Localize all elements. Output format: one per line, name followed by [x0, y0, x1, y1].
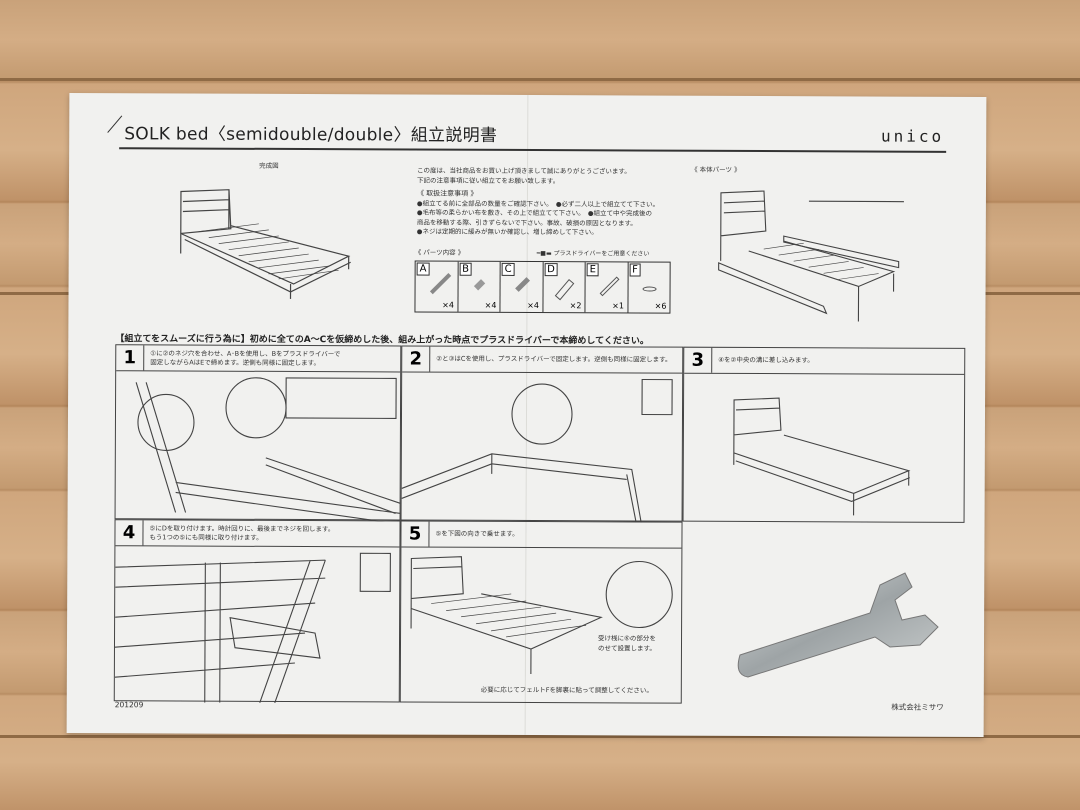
part-letter: C [501, 262, 515, 276]
parts-title: 《 パーツ内容 》 [414, 248, 465, 257]
bolt-icon [429, 273, 452, 295]
step-text: ⑤にDを取り付けます。時計回りに、最後までネジを回します。 [149, 523, 335, 533]
part-letter: D [544, 263, 558, 277]
screwdriver-icon: ━■▬ [536, 250, 554, 258]
step-number: 5 [401, 521, 430, 547]
body-parts-label: 《 本体パーツ 》 [691, 165, 741, 174]
completed-label: 完成図 [259, 161, 279, 170]
screwdriver-note-text: プラスドライバーをご用意ください [553, 250, 650, 258]
intro-line: この度は、当社商品をお買い上げ頂きまして誠にありがとうございます。 [417, 166, 631, 176]
wrench [737, 572, 939, 678]
step-4-illustration [114, 552, 391, 704]
title-text: SOLK bed〈semidouble/double〉組立説明書 [124, 124, 498, 146]
leg-icon [554, 279, 574, 301]
step-1-illustration [135, 377, 401, 522]
step-text: ④を②中央の溝に差し込みます。 [718, 355, 814, 365]
part-letter: E [586, 263, 599, 277]
step-text: ②と③はCを使用し、プラスドライバーで固定します。逆側も同様に固定します。 [436, 354, 672, 364]
step-2-illustration [401, 378, 673, 523]
part-qty: ×4 [442, 300, 454, 310]
step-3: 3 ④を②中央の溝に差し込みます。 [682, 346, 966, 523]
step-5: 5 ⑤を下図の向きで乗せます。 受け桟に⑥の部分を のせて設置します。 必要に応じ… [399, 520, 683, 704]
step-5-illustration [410, 556, 673, 675]
part-qty: ×6 [654, 301, 667, 311]
step-number: 3 [684, 347, 713, 373]
part-qty: ×4 [527, 301, 539, 311]
step-text: ⑤を下図の向きで乗せます。 [435, 529, 519, 538]
floor-seam [0, 78, 1080, 81]
part-d: D ×2 [542, 262, 586, 313]
completed-bed-illustration [180, 189, 351, 299]
part-letter: A [416, 262, 430, 276]
felt-note: 必要に応じてフェルトFを脚裏に貼って調整してください。 [480, 685, 653, 695]
caution-line: ●毛布等の柔らかい布を敷き、その上で組立てて下さい。 ●組立て中や完成後の [416, 208, 653, 218]
part-qty: ×1 [612, 301, 624, 311]
step-text: ①に②のネジ穴を合わせ、A･Bを使用し、Bをプラスドライバーで [150, 348, 341, 358]
part-qty: ×4 [484, 300, 497, 310]
footer-code: 201209 [114, 700, 144, 710]
parts-list: A ×4 B ×4 C ×4 D ×2 E ×1 F ×6 [414, 260, 671, 314]
body-parts-illustration [718, 190, 904, 322]
part-qty: ×2 [569, 301, 582, 311]
footer-company: 株式会社ミサワ [891, 702, 944, 712]
step-number: 4 [115, 520, 144, 546]
part-f: F ×6 [628, 262, 670, 312]
header-rule [119, 147, 947, 153]
step-3-illustration [733, 397, 911, 516]
part-a: A ×4 [415, 261, 459, 312]
step-5-note: のせて設置します。 [597, 643, 656, 653]
caution-line: ●ネジは定期的に緩みが無いか確認し、増し締めして下さい。 [416, 227, 598, 237]
step-2: 2 ②と③はCを使用し、プラスドライバーで固定します。逆側も同様に固定します。 [400, 345, 684, 523]
part-letter: B [459, 262, 473, 276]
document-title: SOLK bed〈semidouble/double〉組立説明書 [107, 115, 498, 146]
caution-title: 《 取扱注意事項 》 [416, 189, 478, 198]
part-c: C ×4 [500, 261, 544, 313]
step-text: 固定しながらAはEで締めます。逆側も同様に固定します。 [150, 357, 321, 367]
step-number: 1 [116, 345, 145, 371]
part-e: E ×1 [585, 262, 629, 313]
intro-line: 下記の注意事項に従い組立てをお願い致します。 [417, 176, 560, 185]
step-number: 2 [402, 346, 431, 372]
step-1: 1 ①に②のネジ穴を合わせ、A･Bを使用し、Bをプラスドライバーで固定しながらAは… [114, 344, 402, 522]
bolt-icon [515, 277, 531, 292]
screw-icon [473, 279, 485, 291]
felt-icon [642, 286, 657, 292]
step-text: もう1つの⑤にも同様に取り付けます。 [149, 532, 263, 542]
instruction-sheet: SOLK bed〈semidouble/double〉組立説明書 unico 完… [66, 93, 987, 737]
screwdriver-note: ━■▬ プラスドライバーをご用意ください [537, 249, 650, 259]
step-5-note: 受け桟に⑥の部分を [598, 634, 656, 643]
floor-seam [0, 735, 1080, 738]
step-4: 4 ⑤にDを取り付けます。時計回りに、最後までネジを回します。もう1つの⑤にも同様… [113, 519, 401, 704]
wrench-icon [599, 276, 620, 297]
part-letter: F [629, 263, 641, 277]
part-b: B ×4 [457, 261, 501, 312]
brand-logo: unico [881, 126, 945, 146]
